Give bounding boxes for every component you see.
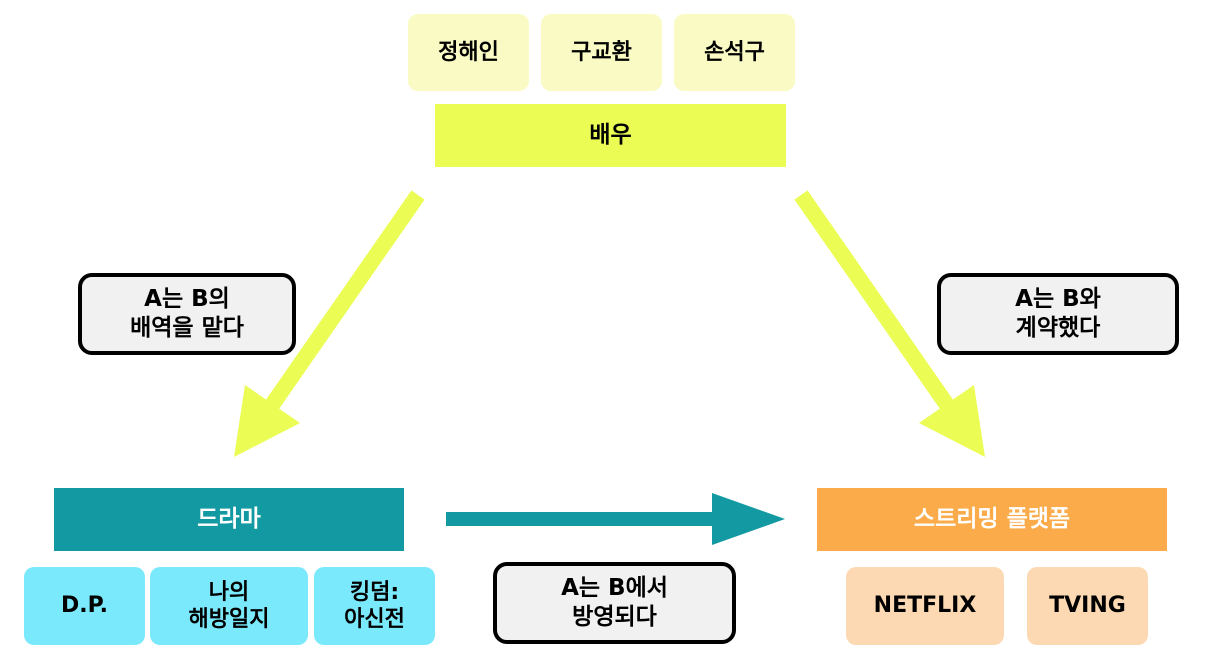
streaming-chip: TVING <box>1027 567 1148 645</box>
arrow-actor-to-streaming <box>794 190 985 457</box>
drama-chip: D.P. <box>24 567 145 645</box>
relation-label-drama-streaming: A는 B에서 방영되다 <box>493 562 736 644</box>
relation-label-actor-streaming: A는 B와 계약했다 <box>937 273 1179 355</box>
streaming-chip: NETFLIX <box>846 567 1004 645</box>
arrow-drama-to-streaming <box>446 493 785 545</box>
relation-label-actor-drama: A는 B의 배역을 맡다 <box>78 273 296 355</box>
drama-chip: 킹덤: 아신전 <box>314 567 435 645</box>
actor-chip: 손석구 <box>674 14 795 91</box>
arrow-actor-to-drama <box>234 190 425 457</box>
actor-chip: 정해인 <box>408 14 529 91</box>
actor-chip: 구교환 <box>541 14 662 91</box>
actor-header: 배우 <box>435 104 786 167</box>
drama-chip: 나의 해방일지 <box>150 567 308 645</box>
drama-header: 드라마 <box>54 488 404 551</box>
streaming-header: 스트리밍 플랫폼 <box>817 488 1167 551</box>
